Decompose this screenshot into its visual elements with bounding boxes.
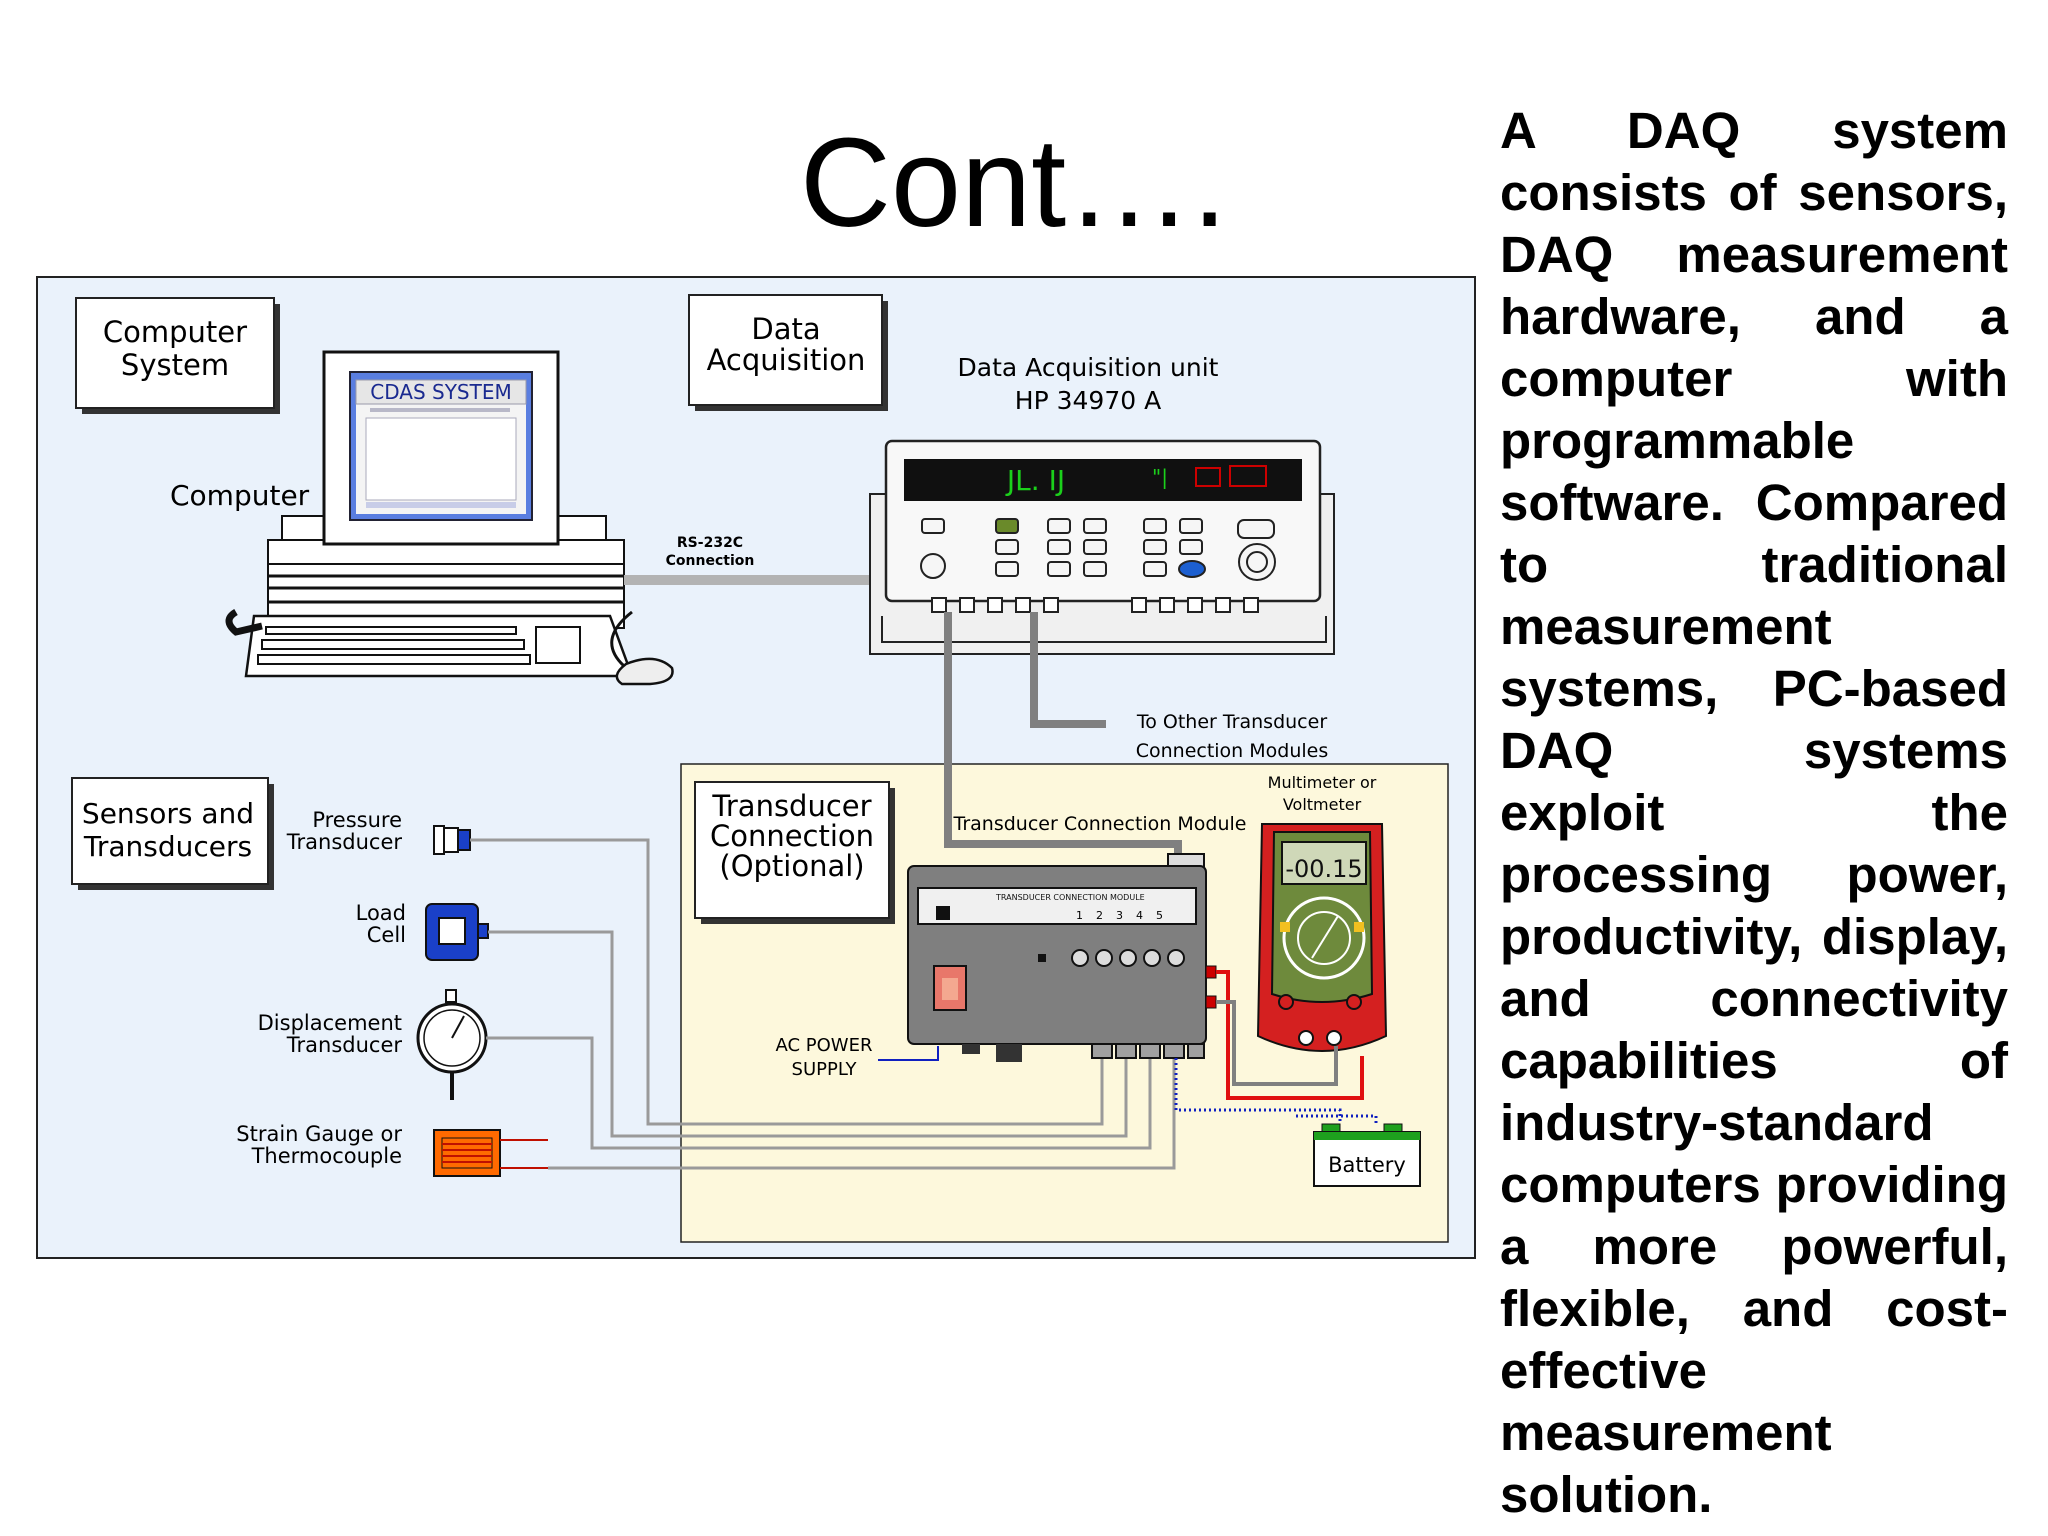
tcm-label: Transducer Connection Module [953,813,1247,835]
pressure-line2: Transducer [286,830,403,854]
multimeter-line1: Multimeter or [1268,773,1377,792]
battery-label: Battery [1328,1153,1406,1177]
data-acquisition-line2: Acquisition [707,343,866,377]
computer-illustration: CDAS SYSTEM [225,350,674,686]
meter-red-wire [1216,970,1364,1100]
transducer-connection-box: Transducer Connection (Optional) [694,781,895,924]
computer-system-line1: Computer [103,315,247,349]
module-number-3: 3 [1116,909,1123,922]
screen-title: CDAS SYSTEM [370,380,511,404]
other-modules-line2: Connection Modules [1136,740,1329,762]
battery-wire [1174,1058,1342,1124]
daq-display-readout: JL. IJ [1005,464,1065,497]
sensors-box: Sensors and Transducers [71,777,274,890]
multimeter-reading: -00.15 [1285,855,1362,883]
data-acquisition-line1: Data [751,312,820,346]
rs232-cable [624,575,894,585]
other-modules-line1: To Other Transducer [1136,711,1327,733]
daq-diagram: Computer System Data Acquisition Sensors… [36,276,1476,1259]
sensor-wires [470,838,1176,1170]
strain-gauge-line2: Thermocouple [251,1144,402,1168]
daq-unit-hp34970a: JL. IJ "| [869,439,1335,655]
load-cell-line1: Load [356,901,406,925]
displacement-line1: Displacement [258,1011,402,1035]
meter-gray-wire [1216,1000,1338,1086]
pressure-transducer-icon [433,825,471,855]
displacement-line2: Transducer [286,1033,403,1057]
dial-gauge-icon [416,989,488,1100]
body-paragraph: A DAQ system consists of sensors, DAQ me… [1500,102,2008,1523]
slide-title: Cont…. [800,112,1228,253]
ac-power-line1: AC POWER [776,1035,873,1056]
daq-to-module-cable [944,612,1182,856]
rs232-line2: Connection [666,553,755,569]
load-cell-line2: Cell [367,923,406,947]
multimeter-line2: Voltmeter [1283,795,1362,814]
strain-gauge-icon [433,1129,548,1177]
module-number-2: 2 [1096,909,1103,922]
pressure-line1: Pressure [312,808,402,832]
transducer-connection-module: TRANSDUCER CONNECTION MODULE 1 2 3 4 5 [907,853,1217,1062]
module-number-4: 4 [1136,909,1143,922]
computer-system-line2: System [121,348,229,382]
battery-icon [1313,1123,1421,1187]
data-acquisition-box: Data Acquisition [688,294,888,411]
tc-line2: Connection [710,819,874,853]
computer-system-box: Computer System [75,297,280,414]
computer-label: Computer [170,479,310,512]
daq-unit-line2: HP 34970 A [1015,386,1161,415]
ac-power-wire [878,1046,939,1061]
module-number-1: 1 [1076,909,1083,922]
module-plate: TRANSDUCER CONNECTION MODULE [995,893,1145,902]
ac-power-line2: SUPPLY [792,1059,858,1080]
sensors-line2: Transducers [83,830,252,863]
tc-line3: (Optional) [719,849,864,883]
multimeter-icon: -00.15 [1256,823,1388,1052]
daq-display-indicator: "| [1152,465,1168,489]
rs232-line1: RS-232C [677,535,743,551]
daq-unit-line1: Data Acquisition unit [958,353,1219,382]
battery-wire-2 [1296,1114,1378,1124]
module-number-5: 5 [1156,909,1163,922]
daq-to-other-modules-cable [1030,612,1106,728]
load-cell-icon [425,903,489,961]
tc-line1: Transducer [711,789,871,823]
sensors-line1: Sensors and [82,797,254,830]
strain-gauge-line1: Strain Gauge or [236,1122,402,1146]
